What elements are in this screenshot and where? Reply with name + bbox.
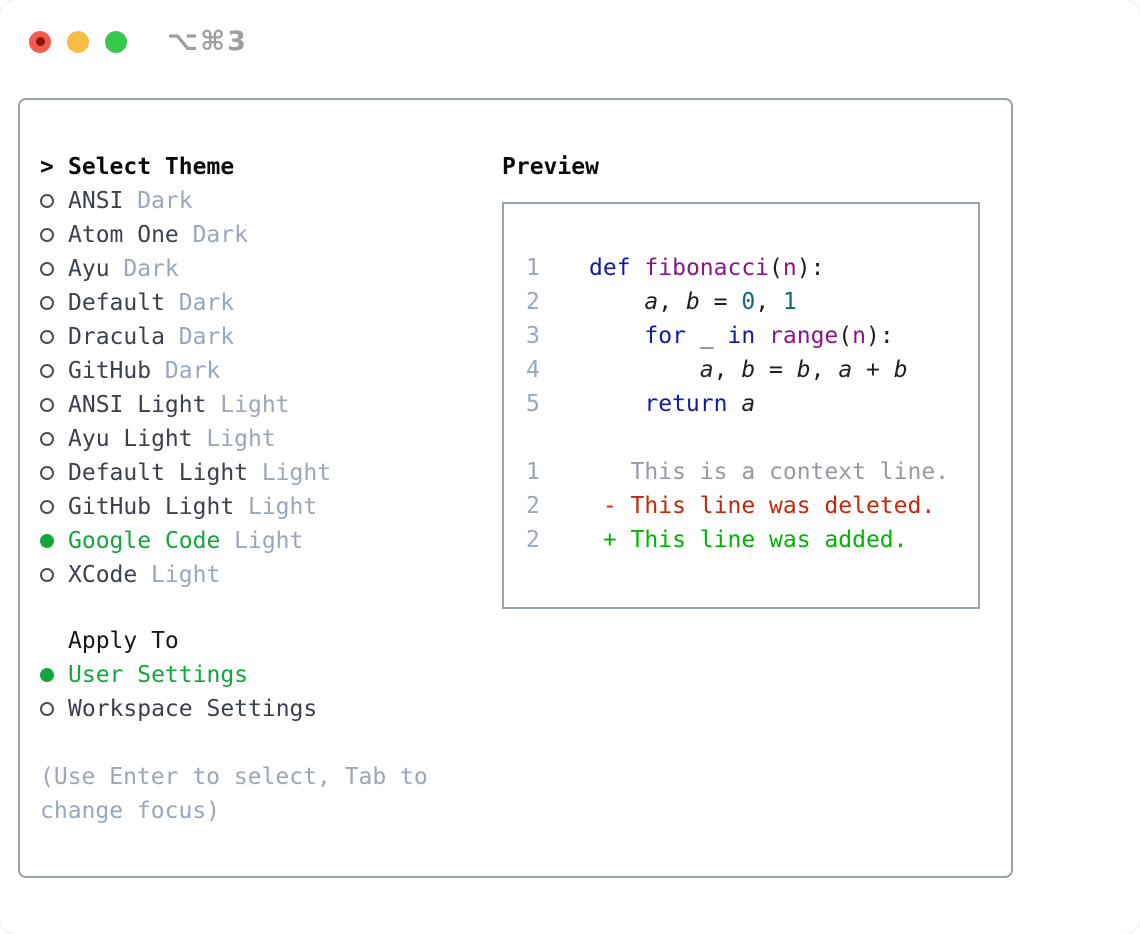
cursor-icon: > xyxy=(40,154,54,180)
line-number: 3 xyxy=(526,323,540,349)
theme-variant: Light xyxy=(220,392,290,418)
radio-icon xyxy=(40,568,68,582)
theme-variant: Light xyxy=(234,528,304,554)
theme-variant: Dark xyxy=(164,358,221,384)
close-button[interactable] xyxy=(29,30,51,53)
line-number: 1 xyxy=(526,255,540,281)
line-number: 4 xyxy=(526,357,540,383)
theme-option-xcode[interactable]: XCode Light xyxy=(40,558,502,592)
line-number: 1 xyxy=(526,459,540,485)
theme-option-ayu[interactable]: Ayu Dark xyxy=(40,252,502,286)
select-theme-header-row: > Select Theme xyxy=(40,150,502,184)
radio-icon xyxy=(40,296,68,310)
theme-name: Dracula xyxy=(68,324,165,350)
code-line: 4 a, b = b, a + b xyxy=(526,353,970,387)
theme-variant: Light xyxy=(261,460,332,486)
theme-name: Default Light xyxy=(68,460,249,486)
theme-option-ansi[interactable]: ANSI Dark xyxy=(40,184,502,218)
theme-name: Atom One xyxy=(68,222,179,248)
code-line: 3 for _ in range(n): xyxy=(526,319,970,353)
line-number: 5 xyxy=(526,391,540,417)
theme-name: ANSI Light xyxy=(68,392,207,418)
preview-header: Preview xyxy=(502,154,599,180)
radio-icon xyxy=(40,228,68,242)
radio-icon xyxy=(40,432,68,446)
theme-name: Ayu Light xyxy=(68,426,193,452)
diff-line-added: 2 + This line was added. xyxy=(526,523,970,557)
radio-icon xyxy=(40,398,68,412)
theme-name: Google Code xyxy=(68,528,221,554)
radio-selected-icon xyxy=(40,534,68,548)
code-text: return a xyxy=(644,391,756,417)
diff-text: - This line was deleted. xyxy=(589,493,936,519)
radio-icon xyxy=(40,330,68,344)
close-modified-dot-icon xyxy=(35,37,45,46)
code-line: 2 a, b = 0, 1 xyxy=(526,285,970,319)
theme-variant: Dark xyxy=(178,324,235,350)
theme-option-default[interactable]: Default Dark xyxy=(40,286,502,320)
radio-icon xyxy=(40,194,68,208)
theme-variant: Dark xyxy=(192,222,248,248)
minimize-button[interactable] xyxy=(67,30,89,53)
radio-icon xyxy=(40,364,68,378)
theme-option-google-code[interactable]: Google Code Light xyxy=(40,524,502,558)
theme-name: ANSI xyxy=(68,188,124,214)
zoom-button[interactable] xyxy=(105,30,127,53)
diff-text: This is a context line. xyxy=(589,459,950,485)
theme-option-github[interactable]: GitHub Dark xyxy=(40,354,502,388)
diff-line-context: 1 This is a context line. xyxy=(526,455,970,489)
theme-name: XCode xyxy=(68,562,138,588)
select-theme-header: Select Theme xyxy=(68,154,235,180)
theme-option-ayu-light[interactable]: Ayu Light Light xyxy=(40,422,502,456)
apply-option-label: User Settings xyxy=(68,662,249,688)
diff-text: + This line was added. xyxy=(589,527,908,553)
theme-variant: Light xyxy=(206,426,276,452)
diff-line-deleted: 2 - This line was deleted. xyxy=(526,489,970,523)
code-line: 5 return a xyxy=(526,387,970,421)
theme-variant: Dark xyxy=(178,290,235,316)
theme-option-dracula[interactable]: Dracula Dark xyxy=(40,320,502,354)
code-text: def fibonacci(n): xyxy=(589,255,825,281)
line-number: 2 xyxy=(526,527,540,553)
theme-option-github-light[interactable]: GitHub Light Light xyxy=(40,490,502,524)
theme-name: Default xyxy=(68,290,165,316)
radio-icon xyxy=(40,262,68,276)
blank-line xyxy=(526,421,970,455)
line-number: 2 xyxy=(526,493,540,519)
theme-variant: Light xyxy=(247,494,318,520)
radio-selected-icon xyxy=(40,668,68,682)
theme-name: GitHub xyxy=(68,358,152,384)
theme-variant: Light xyxy=(151,562,221,588)
code-text: for _ in range(n): xyxy=(644,323,894,349)
keyboard-hint: (Use Enter to select, Tab to change focu… xyxy=(40,764,428,824)
apply-to-header: Apply To xyxy=(68,628,179,654)
theme-name: Ayu xyxy=(68,256,110,282)
theme-variant: Dark xyxy=(123,256,179,282)
code-line: 1 def fibonacci(n): xyxy=(526,251,970,285)
titlebar: ⌥⌘3 xyxy=(29,26,248,57)
line-number: 2 xyxy=(526,289,540,315)
theme-name: GitHub Light xyxy=(68,494,235,520)
radio-icon xyxy=(40,466,68,480)
theme-variant: Dark xyxy=(137,188,193,214)
theme-option-atom-one[interactable]: Atom One Dark xyxy=(40,218,502,252)
apply-option-user-settings[interactable]: User Settings xyxy=(40,658,502,692)
code-text: a, b = 0, 1 xyxy=(644,289,797,315)
radio-icon xyxy=(40,500,68,514)
theme-option-ansi-light[interactable]: ANSI Light Light xyxy=(40,388,502,422)
apply-to-header-row: Apply To xyxy=(40,624,502,658)
window-shortcut-label: ⌥⌘3 xyxy=(167,26,248,57)
apply-option-label: Workspace Settings xyxy=(68,696,318,722)
radio-icon xyxy=(40,702,68,716)
code-text: a, b = b, a + b xyxy=(699,357,908,383)
apply-option-workspace-settings[interactable]: Workspace Settings xyxy=(40,692,502,726)
theme-option-default-light[interactable]: Default Light Light xyxy=(40,456,502,490)
